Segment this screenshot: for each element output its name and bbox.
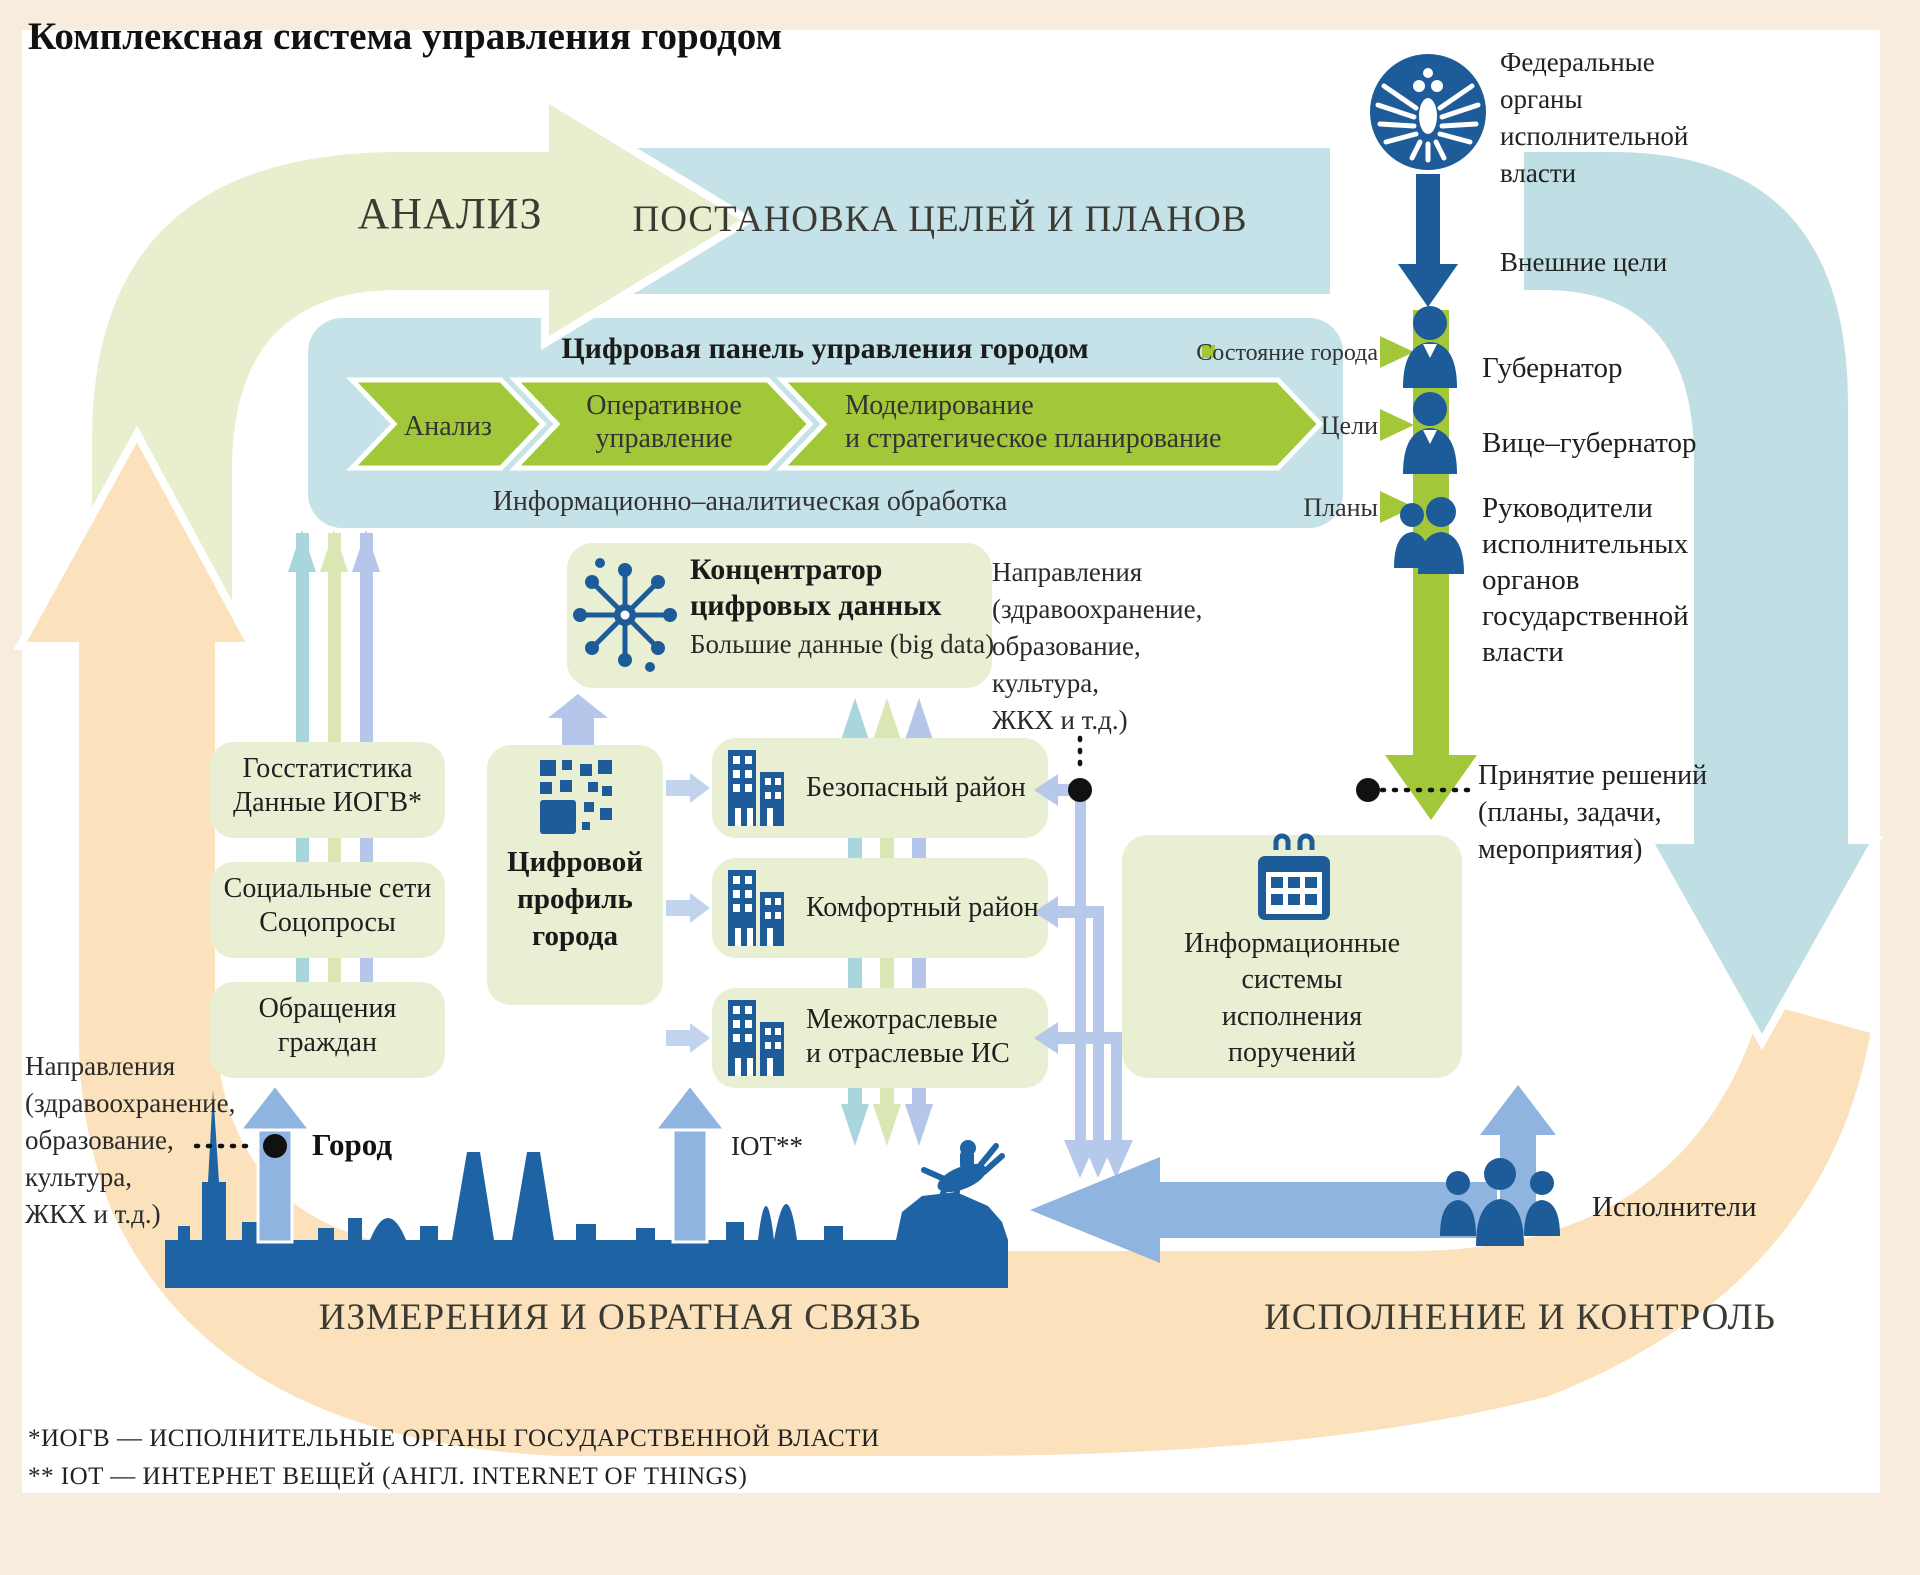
governor-icon [1403, 306, 1457, 388]
plans-arrow-icon [1380, 491, 1414, 523]
source-box-social [210, 862, 445, 958]
data-hub-icon [573, 558, 677, 672]
cycle-label-analysis: АНАЛИЗ [357, 189, 543, 238]
profile-to-district-arrows [666, 773, 710, 1053]
district-comfort-label: Комфортный район [806, 892, 1039, 923]
dashboard-processing-label: Информационно–аналитическая обработка [492, 486, 1008, 517]
source-box-appeals [210, 982, 445, 1078]
footnote-iot: ** IOT — ИНТЕРНЕТ ВЕЩЕЙ (АНГЛ. INTERNET … [28, 1463, 748, 1490]
district-box-safe [712, 738, 1048, 838]
building-icon [728, 870, 784, 946]
executors-icon [1440, 1158, 1560, 1246]
calendar-icon [1258, 833, 1330, 920]
output-state-label: Состояние города [1196, 340, 1378, 366]
output-plans-label: Планы [1303, 493, 1378, 522]
data-hub-subtitle: Большие данные (big data) [690, 629, 995, 659]
district-box-comfort [712, 858, 1048, 958]
goals-arrow-icon [1380, 409, 1414, 441]
external-goals-arrow [1398, 174, 1458, 307]
vice-governor-label: Вице–губернатор [1482, 427, 1697, 459]
district-building-icons [728, 750, 784, 1076]
digital-profile-icon [540, 760, 612, 834]
chevron-modeling [776, 377, 1324, 471]
decision-dot [1356, 778, 1380, 802]
state-arrow-icon [1380, 336, 1414, 368]
source-social-label: Социальные сети Соцопросы [223, 873, 432, 939]
chevron-analysis [346, 377, 547, 471]
district-sectoral-label: Межотраслевые и отраслевые ИС [806, 1004, 1010, 1070]
info-systems-box [1122, 835, 1462, 1078]
infosys-district-connectors [1034, 774, 1133, 1178]
source-statistics-label: Госстатистика Данные ИОГВ* [232, 753, 423, 819]
cycle-label-feedback: ИЗМЕРЕНИЯ И ОБРАТНАЯ СВЯЗЬ [318, 1297, 922, 1338]
stage-analysis: Анализ [404, 411, 492, 442]
data-hub-title: Концентратор цифровых данных [690, 553, 942, 622]
federal-bodies-label: Федеральные органы исполнительной власти [1500, 47, 1689, 188]
footnote-iogv: *ИОГВ — ИСПОЛНИТЕЛЬНЫЕ ОРГАНЫ ГОСУДАРСТВ… [28, 1425, 880, 1452]
stage-modeling: Моделирование и стратегическое планирова… [845, 390, 1222, 455]
federal-emblem-icon [1370, 54, 1486, 170]
digital-profile-box [487, 745, 663, 1005]
dotted-links [193, 735, 1471, 1149]
info-systems-label: Информационные системы исполнения поруче… [1183, 928, 1401, 1069]
boxes [210, 543, 1462, 1088]
page-title: Комплексная система управления городом [28, 15, 783, 58]
external-goals-label: Внешние цели [1500, 247, 1668, 277]
source-appeals-label: Обращения граждан [258, 993, 397, 1059]
executive-heads-label: Руководители исполнительных органов госу… [1482, 492, 1689, 668]
building-icon [728, 1000, 784, 1076]
executive-heads-icon [1394, 497, 1464, 574]
stage-operations: Оперативное управление [586, 390, 742, 455]
city-dot [263, 1134, 287, 1158]
iot-label: IOT** [731, 1131, 803, 1161]
city-silhouette [165, 1090, 1008, 1288]
district-safe-label: Безопасный район [806, 772, 1026, 803]
cycle-band-right-down-arrow [1516, 144, 1883, 1051]
output-goals-label: Цели [1320, 411, 1378, 440]
directions-right-label: Направления (здравоохранение, образовани… [992, 557, 1203, 735]
decision-making-label: Принятие решений (планы, задачи, меропри… [1478, 760, 1708, 865]
directions-left-label: Направления (здравоохранение, образовани… [25, 1051, 236, 1229]
profile-to-hub-arrow [548, 694, 608, 745]
governor-label: Губернатор [1482, 352, 1623, 384]
digital-profile-label: Цифровой профиль города [507, 846, 643, 953]
cycle-label-planning: ПОСТАНОВКА ЦЕЛЕЙ И ПЛАНОВ [632, 199, 1248, 240]
dashboard-title: Цифровая панель управления городом [561, 332, 1089, 365]
executors-to-city-arrow [1030, 1157, 1497, 1263]
executors-label: Исполнители [1592, 1191, 1757, 1223]
cycle-label-execution: ИСПОЛНЕНИЕ И КОНТРОЛЬ [1264, 1297, 1776, 1338]
output-arrows [1202, 336, 1414, 523]
district-box-sectoral [712, 988, 1048, 1088]
decision-arrow-icon [1385, 755, 1477, 820]
source-box-statistics [210, 742, 445, 838]
data-hub-box [567, 543, 992, 688]
city-label: Город [312, 1127, 393, 1162]
chevron-operations [509, 377, 814, 471]
dashboard-chevrons [346, 377, 1324, 471]
building-icon [728, 750, 784, 826]
bronze-horseman-statue [921, 1140, 1005, 1211]
directions-dot [1068, 778, 1092, 802]
cycle-band-analysis-arrow [84, 89, 756, 649]
vice-governor-icon [1403, 392, 1457, 474]
state-marker [1202, 345, 1215, 358]
